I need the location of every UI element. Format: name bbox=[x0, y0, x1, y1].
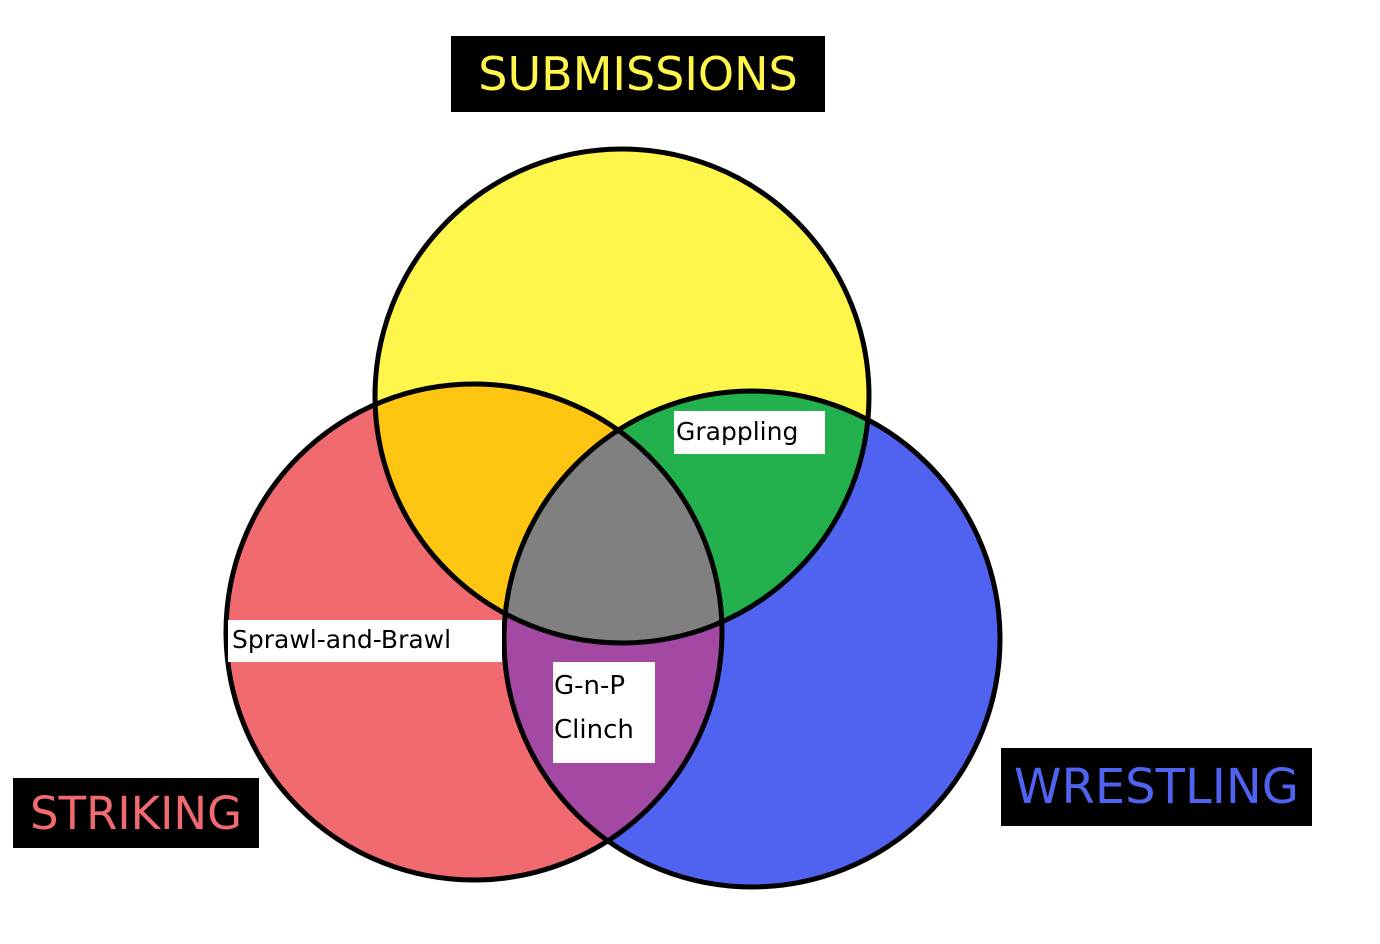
submissions-set-label: SUBMISSIONS bbox=[451, 36, 825, 112]
wrestling-set-label: WRESTLING bbox=[1001, 748, 1312, 826]
sprawl-and-brawl-region-label: Sprawl-and-Brawl bbox=[228, 620, 502, 662]
region-all-three bbox=[504, 391, 722, 643]
outline-striking bbox=[223, 381, 725, 883]
grappling-region-label: Grappling bbox=[674, 411, 825, 454]
outline-wrestling bbox=[501, 388, 1003, 890]
gnp-label-line: G-n-P bbox=[554, 671, 626, 701]
striking-set-label: STRIKING bbox=[13, 778, 259, 848]
outline-submissions bbox=[372, 146, 872, 646]
gnp-clinch-region-label: G-n-P Clinch bbox=[553, 662, 655, 763]
clinch-label-line: Clinch bbox=[554, 715, 634, 745]
